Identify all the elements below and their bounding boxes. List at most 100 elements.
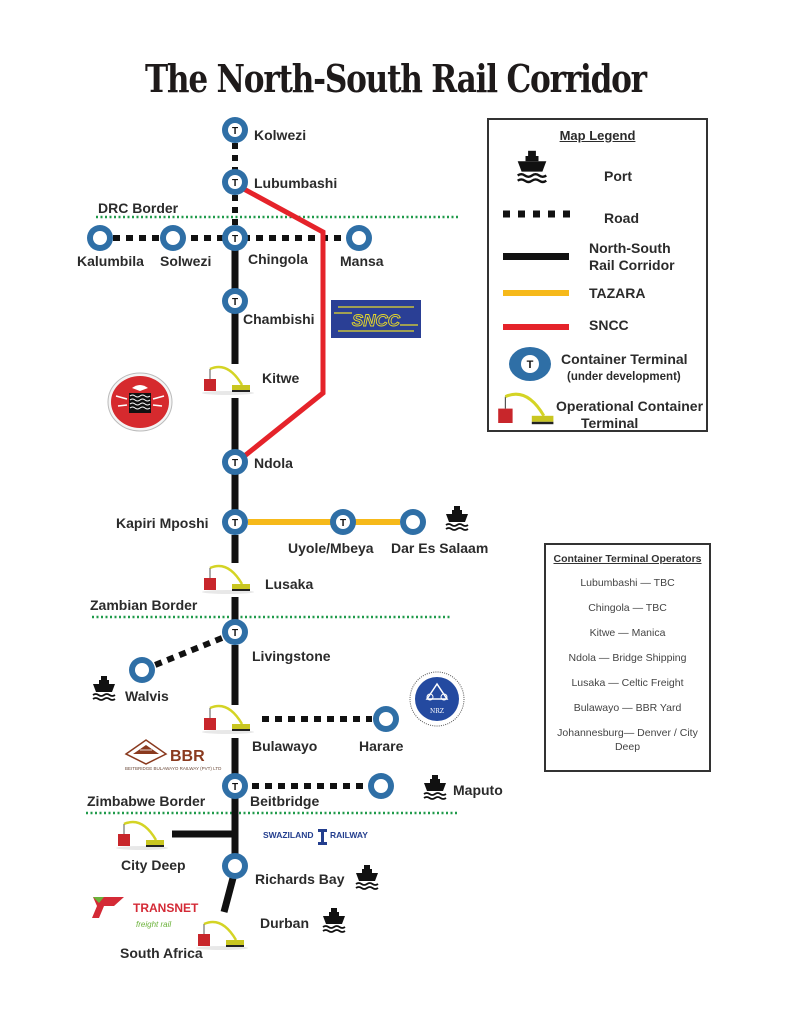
crane-legend-icon (498, 392, 554, 425)
legend-rail-label-1: North-South (589, 240, 671, 256)
label-bulawayo: Bulawayo (252, 738, 317, 754)
legend-port-label: Port (604, 168, 632, 184)
transnet-logo: TRANSNET freight rail (92, 897, 199, 929)
operator-item: Ndola — Bridge Shipping (568, 652, 687, 664)
label-richards: Richards Bay (255, 871, 345, 887)
crane-icon-kitwe[interactable] (200, 365, 256, 397)
legend-terminal-sublabel: (under development) (567, 371, 681, 383)
operators-title: Container Terminal Operators (553, 553, 702, 565)
terminal-icon-lubumbashi[interactable] (222, 169, 248, 195)
label-livingstone: Livingstone (252, 648, 331, 664)
station-icon-maputo-road[interactable] (368, 773, 394, 799)
station-icon-walvis[interactable] (129, 657, 155, 683)
svg-text:NRZ: NRZ (430, 708, 444, 715)
legend-road-label: Road (604, 210, 639, 226)
label-durban: Durban (260, 915, 309, 931)
rail-richards-southafrica (220, 877, 237, 913)
svg-text:RAILWAY: RAILWAY (330, 830, 368, 840)
legend-operational-label-2: Terminal (581, 415, 639, 431)
terminal-operators-box: Container Terminal Operators Lubumbashi … (544, 543, 711, 772)
label-kolwezi: Kolwezi (254, 127, 306, 143)
crane-icon-southafrica[interactable] (194, 920, 250, 952)
label-lusaka: Lusaka (265, 576, 313, 592)
map-title: The North-South Rail Corridor (144, 56, 647, 101)
label-maputo: Maputo (453, 782, 503, 798)
ship-icon-richards (355, 864, 379, 890)
legend-terminal-label: Container Terminal (561, 351, 688, 367)
station-icon-mansa[interactable] (346, 225, 372, 251)
label-beitbridge: Beitbridge (250, 793, 319, 809)
legend-tazara-label: TAZARA (589, 285, 646, 301)
svg-text:SNCC: SNCC (352, 311, 401, 330)
operator-item: Chingola — TBC (588, 602, 667, 614)
label-citydeep: City Deep (121, 857, 186, 873)
label-dar: Dar Es Salaam (391, 540, 488, 556)
crane-icon-lusaka[interactable] (200, 564, 256, 596)
ship-icon-durban (322, 907, 346, 933)
station-icon-harare[interactable] (373, 706, 399, 732)
label-harare: Harare (359, 738, 404, 754)
label-kitwe: Kitwe (262, 370, 300, 386)
sncc-logo: SNCC (331, 300, 421, 338)
legend-title: Map Legend (559, 128, 636, 143)
label-drc-border: DRC Border (98, 200, 179, 216)
legend-sncc-label: SNCC (589, 317, 629, 333)
terminal-icon-livingstone[interactable] (222, 619, 248, 645)
label-solwezi: Solwezi (160, 253, 211, 269)
crane-icon-bulawayo[interactable] (200, 704, 256, 736)
label-southafrica: South Africa (120, 945, 203, 961)
svg-text:BBR: BBR (170, 748, 205, 765)
label-mansa: Mansa (340, 253, 384, 269)
svg-text:BEITBRIDGE BULAWAYO RAILWAY (P: BEITBRIDGE BULAWAYO RAILWAY (PVT) LTD (125, 766, 222, 771)
ship-icon-walvis (92, 675, 116, 701)
terminal-icon-beitbridge[interactable] (222, 773, 248, 799)
road-legend-swatch (503, 210, 573, 218)
sncc-line (240, 185, 326, 460)
label-kapiri: Kapiri Mposhi (116, 515, 209, 531)
map-legend: Map Legend Port Road North-South Rail Co… (487, 118, 708, 432)
svg-text:T: T (527, 359, 534, 371)
svg-text:SWAZILAND: SWAZILAND (263, 830, 314, 840)
operator-item: Lusaka — Celtic Freight (571, 677, 684, 689)
ship-icon-dar (445, 505, 469, 531)
road-livingstone-walvis (153, 635, 224, 668)
label-walvis: Walvis (125, 688, 169, 704)
nrz-logo: NRZ (409, 671, 465, 727)
swaziland-railway-logo: SWAZILAND RAILWAY (263, 829, 368, 845)
terminal-legend-icon: T (509, 347, 551, 381)
station-icon-dar[interactable] (400, 509, 426, 535)
zambia-railways-logo (107, 372, 173, 432)
operator-item: Johannesburg— Denver / City Deep (557, 727, 698, 753)
operator-item: Bulawayo — BBR Yard (573, 702, 682, 714)
ship-icon (517, 150, 547, 184)
operator-item: Lubumbashi — TBC (580, 577, 675, 589)
station-icon-richards[interactable] (222, 853, 248, 879)
label-zimbabwe-border: Zimbabwe Border (87, 793, 206, 809)
station-icon-kalumbila[interactable] (87, 225, 113, 251)
label-chambishi: Chambishi (243, 311, 315, 327)
label-lubumbashi: Lubumbashi (254, 175, 337, 191)
label-ndola: Ndola (254, 455, 293, 471)
legend-operational-label-1: Operational Container (556, 398, 704, 414)
svg-text:TRANSNET: TRANSNET (133, 901, 199, 915)
label-uyole: Uyole/Mbeya (288, 540, 374, 556)
terminal-icon-chingola[interactable] (222, 225, 248, 251)
crane-icon-citydeep[interactable] (114, 820, 170, 852)
svg-text:freight rail: freight rail (136, 920, 171, 929)
rail-legend-swatch (503, 253, 569, 260)
tazara-legend-swatch (503, 290, 569, 296)
station-icon-solwezi[interactable] (160, 225, 186, 251)
ship-icon-maputo (423, 774, 447, 800)
terminal-icon-kapiri[interactable] (222, 509, 248, 535)
bbr-logo: BBR BEITBRIDGE BULAWAYO RAILWAY (PVT) LT… (124, 739, 222, 771)
label-zambian-border: Zambian Border (90, 597, 198, 613)
sncc-legend-swatch (503, 324, 569, 330)
label-kalumbila: Kalumbila (77, 253, 144, 269)
terminal-icon-ndola[interactable] (222, 449, 248, 475)
legend-rail-label-2: Rail Corridor (589, 257, 675, 273)
operator-item: Kitwe — Manica (589, 627, 666, 639)
terminal-icon-uyole[interactable] (330, 509, 356, 535)
label-chingola: Chingola (248, 251, 308, 267)
terminal-icon-kolwezi[interactable] (222, 117, 248, 143)
